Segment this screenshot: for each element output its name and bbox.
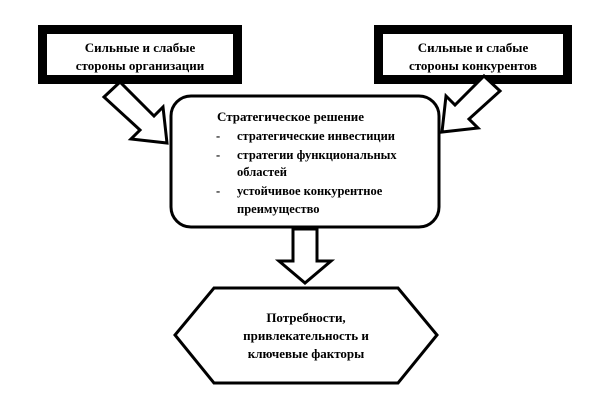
right-box-inner-frame <box>382 33 564 76</box>
center-bullet-2: - <box>216 148 220 162</box>
center-item2-line2: областей <box>237 165 287 179</box>
bottom-hexagon-line3: ключевые факторы <box>248 346 365 361</box>
bottom-hexagon-line1: Потребности, <box>266 310 345 325</box>
bottom-hexagon-frame <box>173 286 439 385</box>
arrow-right-block <box>440 73 503 134</box>
right-box: Сильные и слабые стороны конкурентов <box>374 25 572 84</box>
left-box-inner-frame <box>46 33 234 76</box>
bottom-hexagon: Потребности, привлекательность и ключевы… <box>173 286 439 385</box>
center-item2-line1: стратегии функциональных <box>237 148 397 162</box>
center-item3-line1: устойчивое конкурентное <box>237 184 383 198</box>
left-box-line2: стороны организации <box>76 58 205 73</box>
center-item1-line1: стратегические инвестиции <box>237 129 395 143</box>
left-box-line1: Сильные и слабые <box>85 40 196 55</box>
left-box: Сильные и слабые стороны организации <box>38 25 242 84</box>
center-item3-line2: преимущество <box>237 202 320 216</box>
bottom-hexagon-line2: привлекательность и <box>243 328 369 343</box>
arrow-left-block <box>101 79 169 145</box>
center-bullet-3: - <box>216 184 220 198</box>
center-bullet-1: - <box>216 129 220 143</box>
right-box-line1: Сильные и слабые <box>418 40 529 55</box>
center-box-frame <box>169 94 441 229</box>
arrow-down-block <box>274 227 336 285</box>
center-box-title: Стратегическое решение <box>217 109 364 124</box>
center-box: Стратегическое решение - стратегические … <box>169 94 441 229</box>
right-box-line2: стороны конкурентов <box>409 58 537 73</box>
